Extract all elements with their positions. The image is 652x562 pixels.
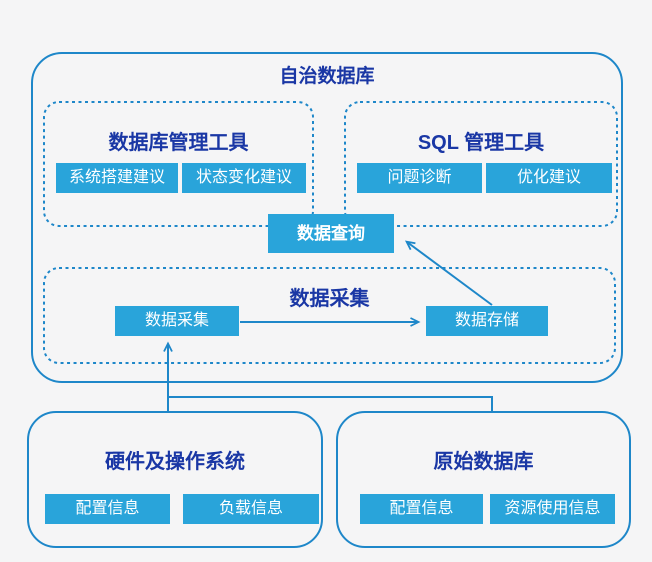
- node-problem-diagnosis: 问题诊断: [357, 163, 482, 193]
- node-data-collect: 数据采集: [115, 306, 239, 336]
- db-tools-group-box: [43, 101, 314, 227]
- connector-sources-branch: [168, 396, 493, 411]
- node-hw-load-info: 负载信息: [183, 494, 319, 524]
- data-collection-group-title: 数据采集: [289, 288, 370, 310]
- node-data-store: 数据存储: [426, 306, 548, 336]
- hardware-os-title: 硬件及操作系统: [105, 451, 245, 473]
- data-collection-group-box: [43, 267, 616, 364]
- db-tools-group-title: 数据库管理工具: [108, 132, 249, 154]
- sql-tools-group-title: SQL 管理工具: [417, 132, 545, 154]
- node-data-query: 数据查询: [268, 214, 394, 253]
- node-srcdb-config-info: 配置信息: [360, 494, 483, 524]
- node-optimization-advice: 优化建议: [486, 163, 612, 193]
- autonomous-db-title: 自治数据库: [279, 66, 375, 87]
- sql-tools-group-box: [344, 101, 618, 227]
- hardware-os-box: [27, 411, 323, 548]
- node-system-setup-advice: 系统搭建建议: [56, 163, 178, 193]
- source-database-box: [336, 411, 631, 548]
- node-state-change-advice: 状态变化建议: [182, 163, 306, 193]
- autonomous-db-container-box: [31, 52, 623, 383]
- node-srcdb-resource-usage-info: 资源使用信息: [490, 494, 615, 524]
- node-hw-config-info: 配置信息: [45, 494, 170, 524]
- arrow-store-to-query: [404, 240, 493, 306]
- source-database-title: 原始数据库: [433, 451, 534, 473]
